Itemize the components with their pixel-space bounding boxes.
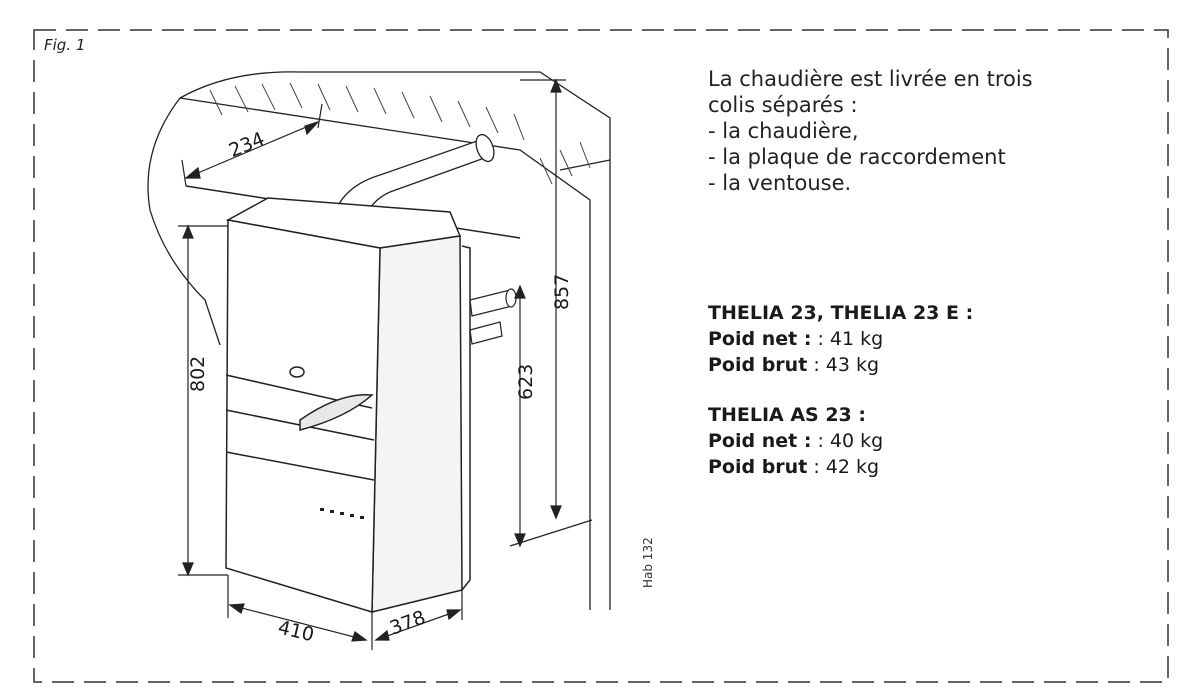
spec-gross-weight: Poid brut : 43 kg [708, 352, 1128, 378]
figure-label: Fig. 1 [44, 36, 86, 54]
dimension-lines [178, 78, 593, 650]
connection-pipes [469, 288, 517, 345]
wall-illustration [147, 71, 611, 610]
spec-net-weight: Poid net : : 41 kg [708, 326, 1128, 352]
dim-802-label: 802 [187, 356, 209, 392]
spec-model: THELIA AS 23 : [708, 404, 866, 426]
dashed-frame [33, 29, 1169, 683]
gross-weight-value: : 43 kg [807, 354, 880, 376]
net-weight-label: Poid net : [708, 328, 812, 350]
gross-weight-label: Poid brut [708, 456, 808, 478]
description-line: - la chaudière, [708, 119, 859, 143]
net-weight-value: : 41 kg [811, 328, 884, 350]
dim-623-label: 623 [515, 364, 537, 400]
description-line: - la plaque de raccordement [708, 145, 1006, 169]
description-text: La chaudière est livrée en trois colis s… [708, 66, 1128, 196]
weight-specs: THELIA 23, THELIA 23 E : Poid net : : 41… [708, 300, 1128, 504]
net-weight-label: Poid net : [708, 430, 812, 452]
dim-857-label: 857 [551, 274, 573, 310]
boiler-illustration [225, 197, 471, 614]
spec-block-thelia-23: THELIA 23, THELIA 23 E : Poid net : : 41… [708, 300, 1128, 378]
gross-weight-label: Poid brut [708, 354, 808, 376]
spec-net-weight: Poid net : : 40 kg [708, 428, 1128, 454]
description-line: colis séparés : [708, 93, 858, 117]
spec-model: THELIA 23, THELIA 23 E : [708, 302, 974, 324]
spec-block-thelia-as-23: THELIA AS 23 : Poid net : : 40 kg Poid b… [708, 402, 1128, 480]
net-weight-value: : 40 kg [811, 430, 884, 452]
gross-weight-value: : 42 kg [807, 456, 880, 478]
spec-gross-weight: Poid brut : 42 kg [708, 454, 1128, 480]
description-line: La chaudière est livrée en trois [708, 67, 1033, 91]
description-line: - la ventouse. [708, 171, 852, 195]
dim-234-label: 234 [226, 128, 268, 162]
figure-reference: Hab 132 [641, 537, 655, 588]
dim-378-label: 378 [387, 606, 429, 639]
dim-410-label: 410 [276, 617, 316, 647]
